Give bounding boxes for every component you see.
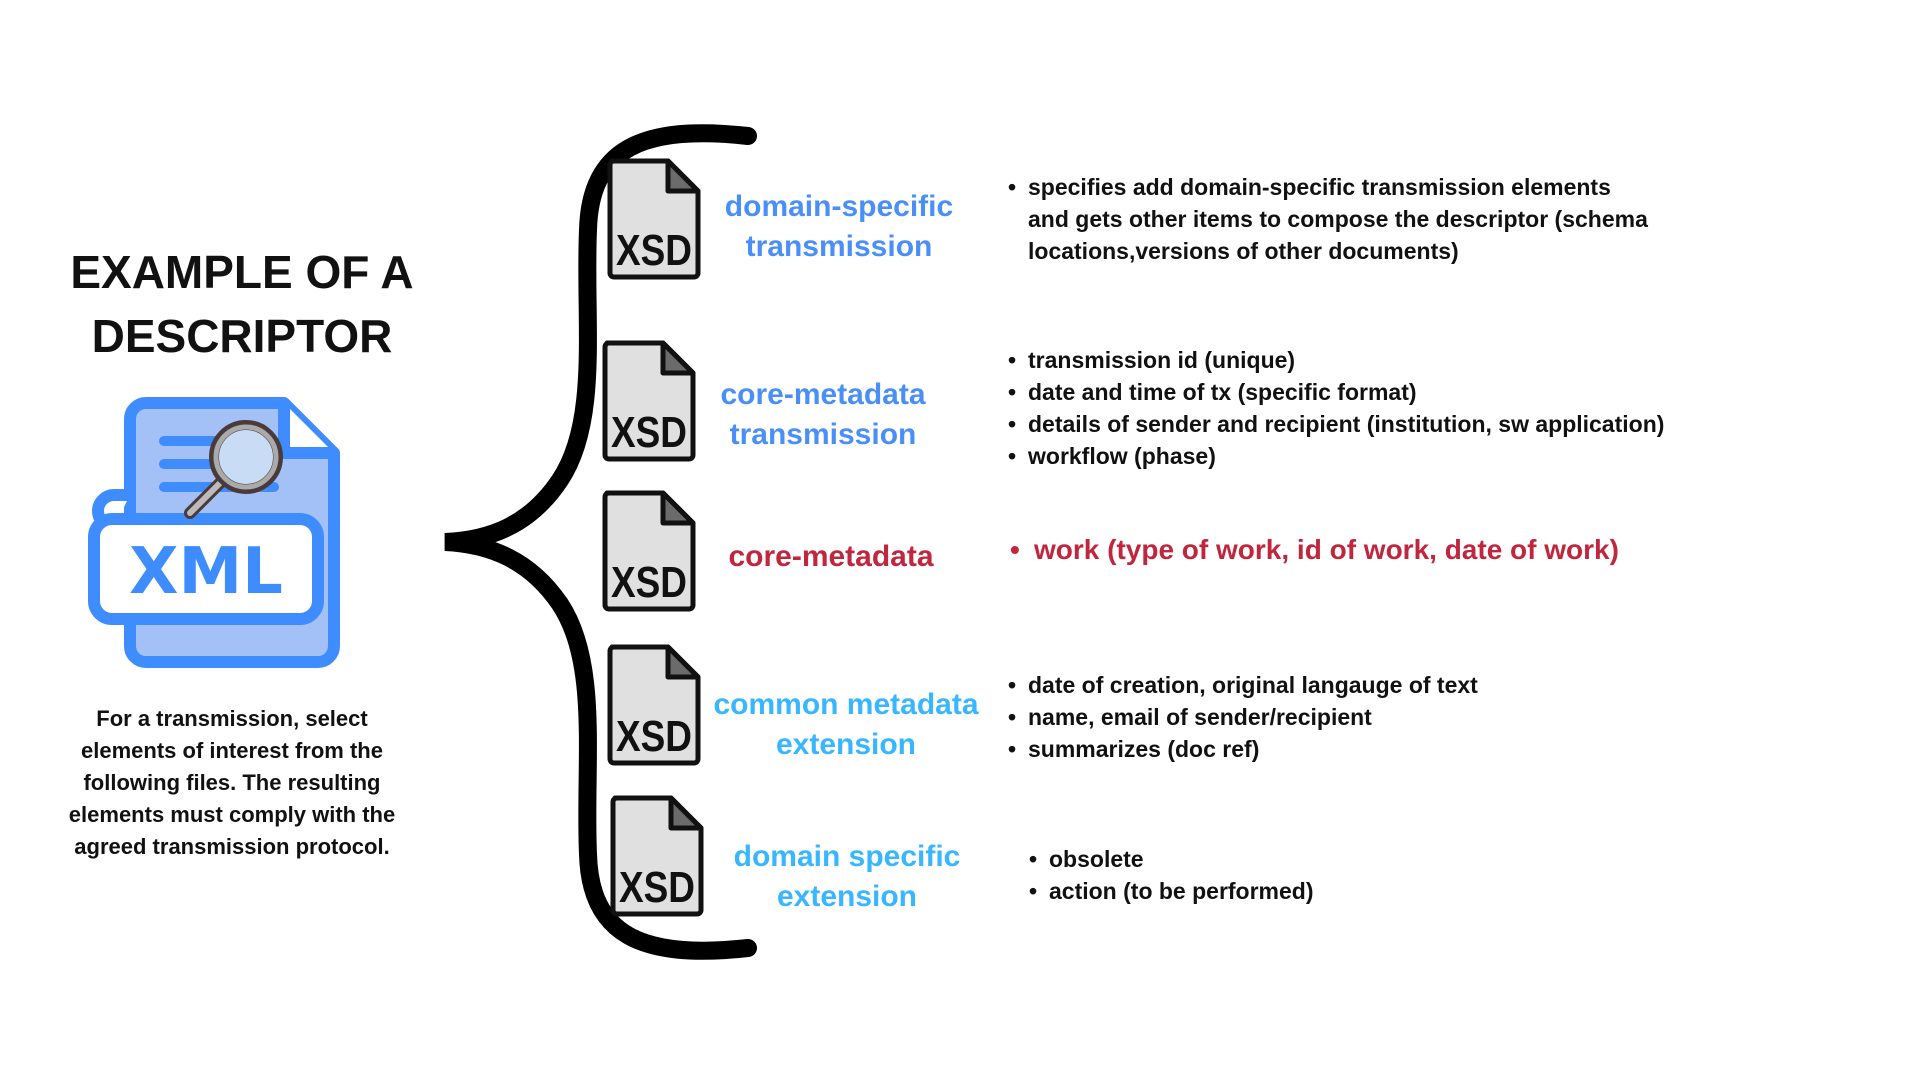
xsd-file-icon: XSD (610, 795, 704, 917)
label-line: domain specific (733, 840, 961, 873)
file-label-core-metadata-transmission: core-metadata transmission (673, 375, 973, 455)
label-line: extension (776, 880, 918, 913)
xsd-file-icon: XSD (607, 158, 701, 280)
list-item: date of creation, original langauge of t… (1008, 669, 1478, 701)
xsd-label: XSD (611, 558, 687, 607)
list-item: name, email of sender/recipient (1008, 701, 1478, 733)
list-item: summarizes (doc ref) (1008, 733, 1478, 765)
list-item: action (to be performed) (1029, 875, 1314, 907)
title-line-1: EXAMPLE OF A (70, 246, 414, 298)
xsd-label: XSD (611, 408, 687, 457)
list-item: details of sender and recipient (institu… (1008, 408, 1664, 440)
list-item: specifies add domain-specific transmissi… (1008, 171, 1648, 203)
label-line: common metadata (713, 688, 979, 721)
file-label-domain-specific-transmission: domain-specific transmission (689, 187, 989, 267)
bullet-list-domain-specific-transmission: specifies add domain-specific transmissi… (1008, 171, 1648, 267)
label-line: extension (775, 728, 917, 761)
description-text: For a transmission, select elements of i… (68, 706, 396, 859)
label-line: core-metadata (728, 540, 934, 573)
xsd-label: XSD (619, 863, 695, 912)
list-item: date and time of tx (specific format) (1008, 376, 1664, 408)
list-item: locations,versions of other documents) (1028, 238, 1459, 264)
file-label-common-metadata-extension: common metadata extension (696, 685, 996, 765)
bullet-list-core-metadata-transmission: transmission id (unique) date and time o… (1008, 344, 1664, 472)
list-item: obsolete (1029, 843, 1314, 875)
list-item: and gets other items to compose the desc… (1028, 206, 1648, 232)
list-item: transmission id (unique) (1008, 344, 1664, 376)
label-line: core-metadata (720, 378, 926, 411)
label-line: domain-specific (724, 190, 954, 223)
xsd-label: XSD (616, 226, 692, 275)
xsd-label: XSD (616, 712, 692, 761)
xsd-file-icon: XSD (602, 340, 696, 462)
bullet-list-core-metadata: work (type of work, id of work, date of … (1010, 532, 1619, 568)
file-label-domain-specific-extension: domain specific extension (697, 837, 997, 917)
file-label-core-metadata: core-metadata (681, 537, 981, 577)
xsd-file-icon: XSD (602, 490, 696, 612)
label-line: transmission (729, 418, 917, 451)
xsd-file-icon: XSD (607, 644, 701, 766)
bullet-list-common-metadata-extension: date of creation, original langauge of t… (1008, 669, 1478, 765)
xml-file-search-icon: XML (88, 397, 340, 668)
title-line-2: DESCRIPTOR (91, 310, 393, 362)
xml-label: XML (129, 535, 283, 609)
page-title: EXAMPLE OF A DESCRIPTOR (42, 240, 442, 368)
list-item: workflow (phase) (1008, 440, 1664, 472)
bullet-list-domain-specific-extension: obsolete action (to be performed) (1029, 843, 1314, 907)
list-item: work (type of work, id of work, date of … (1010, 532, 1619, 568)
label-line: transmission (745, 230, 933, 263)
